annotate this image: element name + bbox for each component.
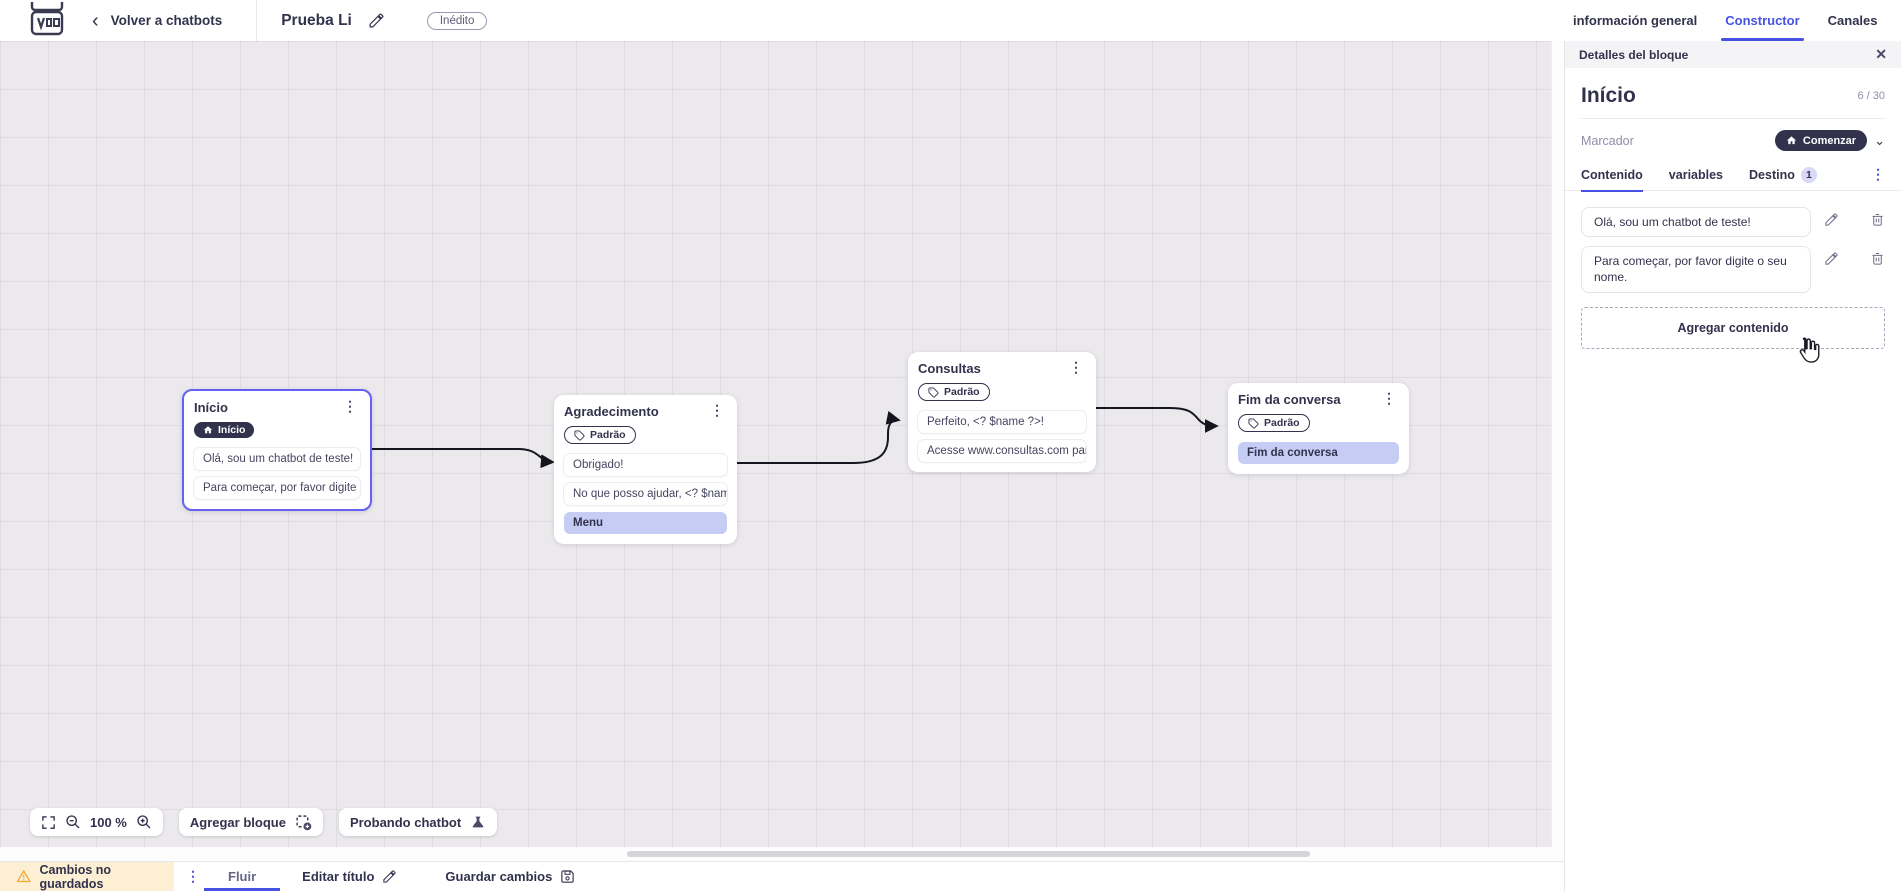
char-counter: 6 / 30 [1857,90,1885,102]
content-item: Para começar, por favor digite o seu nom… [1581,246,1885,293]
edit-chatbot-title-button[interactable] [368,12,385,29]
node-row[interactable]: No que posso ajudar, <? $name ... [564,482,727,505]
status-badge: Inédito [426,11,488,30]
delete-content-button[interactable] [1870,251,1885,266]
fullscreen-icon[interactable] [41,815,56,830]
title-underline [1581,118,1885,119]
scrollbar-thumb[interactable] [627,851,1310,857]
add-block-icon [296,814,312,830]
destino-count-badge: 1 [1800,166,1817,183]
node-row[interactable]: Fim da conversa [1238,441,1399,464]
node-title: Agradecimento [564,404,659,419]
pencil-icon [1825,213,1838,226]
save-changes-button[interactable]: Guardar cambios [445,869,575,884]
bottom-bar: Cambios no guardados ⋮ Fluir Editar títu… [0,861,1564,891]
tab-canales[interactable]: Canales [1827,13,1878,28]
back-to-chatbots-link[interactable]: Volver a chatbots [110,13,223,28]
node-inicio[interactable]: Início ⋮ Início Olá, sou um chatbot de t… [182,389,372,511]
marker-label: Marcador [1581,133,1634,148]
add-content-button[interactable]: Agregar contenido [1581,306,1885,349]
node-menu-icon[interactable]: ⋮ [710,402,724,418]
top-bar: ‹ Volver a chatbots Prueba Li Inédito in… [0,0,1901,41]
marker-value-pill[interactable]: Comenzar [1774,130,1868,151]
content-text[interactable]: Para começar, por favor digite o seu nom… [1581,246,1811,293]
content-item: Olá, sou um chatbot de teste! [1581,207,1885,238]
flask-icon [472,816,484,828]
node-badge: Padrão [918,383,990,401]
content-text[interactable]: Olá, sou um chatbot de teste! [1581,207,1811,238]
tag-icon [1248,417,1259,429]
edit-content-button[interactable] [1824,251,1839,266]
test-chatbot-button[interactable]: Probando chatbot [338,808,498,836]
panel-menu-icon[interactable]: ⋮ [1871,166,1885,183]
content-list: Olá, sou um chatbot de teste! Para começ… [1565,191,1901,293]
back-chevron-icon[interactable]: ‹ [92,9,99,32]
zoom-out-icon[interactable] [65,814,81,830]
chevron-down-icon[interactable]: ⌄ [1874,132,1885,148]
chatbot-title: Prueba Li [281,11,352,29]
tab-variables[interactable]: variables [1668,167,1724,182]
node-badge: Início [194,422,255,438]
node-title: Fim da conversa [1238,392,1341,407]
tab-fluir[interactable]: Fluir [204,862,281,891]
app-logo[interactable] [30,1,64,35]
tab-informacion-general[interactable]: información general [1573,13,1698,28]
delete-content-button[interactable] [1870,212,1885,227]
edit-content-button[interactable] [1824,212,1839,227]
zoom-level: 100 % [90,814,127,830]
panel-header: Detalles del bloque ✕ [1565,41,1901,68]
topbar-divider [256,0,258,41]
tab-destino[interactable]: Destino 1 [1749,159,1817,191]
node-title: Consultas [918,361,981,376]
tab-contenido[interactable]: Contenido [1581,159,1643,192]
edit-title-button[interactable]: Editar título [302,869,397,884]
zoom-in-icon[interactable] [136,814,152,830]
zoom-controls: 100 % [30,808,163,836]
flow-canvas[interactable]: Início ⋮ Início Olá, sou um chatbot de t… [0,41,1564,861]
panel-tabs: Contenido variables Destino 1 ⋮ [1565,159,1901,192]
node-menu-icon[interactable]: ⋮ [1382,390,1396,406]
pencil-icon [383,870,397,883]
pencil-icon [369,13,384,28]
node-row[interactable]: Perfeito, <? $name ?>! [918,410,1086,433]
node-consultas[interactable]: Consultas ⋮ Padrão Perfeito, <? $name ?>… [908,352,1096,472]
node-menu-icon[interactable]: ⋮ [343,398,357,414]
flow-menu-icon[interactable]: ⋮ [186,868,200,885]
node-menu-icon[interactable]: ⋮ [1069,359,1083,375]
node-fim-da-conversa[interactable]: Fim da conversa ⋮ Padrão Fim da conversa [1228,383,1409,474]
unsaved-changes-badge: Cambios no guardados [0,862,174,891]
tag-icon [574,429,585,441]
canvas-controls: 100 % Agregar bloque Probando chatbot [30,808,498,836]
node-agradecimento[interactable]: Agradecimento ⋮ Padrão Obrigado! No que … [554,395,737,544]
canvas-vertical-scrollbar[interactable] [1551,41,1564,861]
trash-icon [1872,253,1883,265]
panel-header-title: Detalles del bloque [1579,47,1689,62]
warning-icon [16,870,31,883]
node-badge: Padrão [1238,414,1310,432]
close-icon[interactable]: ✕ [1875,46,1887,62]
home-icon [1786,136,1796,145]
home-icon [203,426,213,434]
add-block-button[interactable]: Agregar bloque [178,808,323,836]
tab-constructor[interactable]: Constructor [1721,0,1805,41]
tag-icon [928,386,939,398]
node-badge: Padrão [564,426,636,444]
canvas-horizontal-scrollbar[interactable] [0,847,1564,861]
node-row[interactable]: Obrigado! [564,453,727,476]
trash-icon [1872,214,1883,226]
node-row[interactable]: Para começar, por favor digite o ... [194,477,360,499]
top-tabs: información general Constructor Canales [1573,0,1878,41]
node-row[interactable]: Acesse www.consultas.com par... [918,439,1086,462]
node-row[interactable]: Menu [564,511,727,534]
save-icon [561,870,575,883]
block-details-panel: Detalles del bloque ✕ Início 6 / 30 Marc… [1564,41,1901,891]
block-name[interactable]: Início [1581,84,1636,107]
pencil-icon [1825,252,1838,265]
node-row[interactable]: Olá, sou um chatbot de teste! [194,448,360,470]
node-title: Início [194,400,228,415]
